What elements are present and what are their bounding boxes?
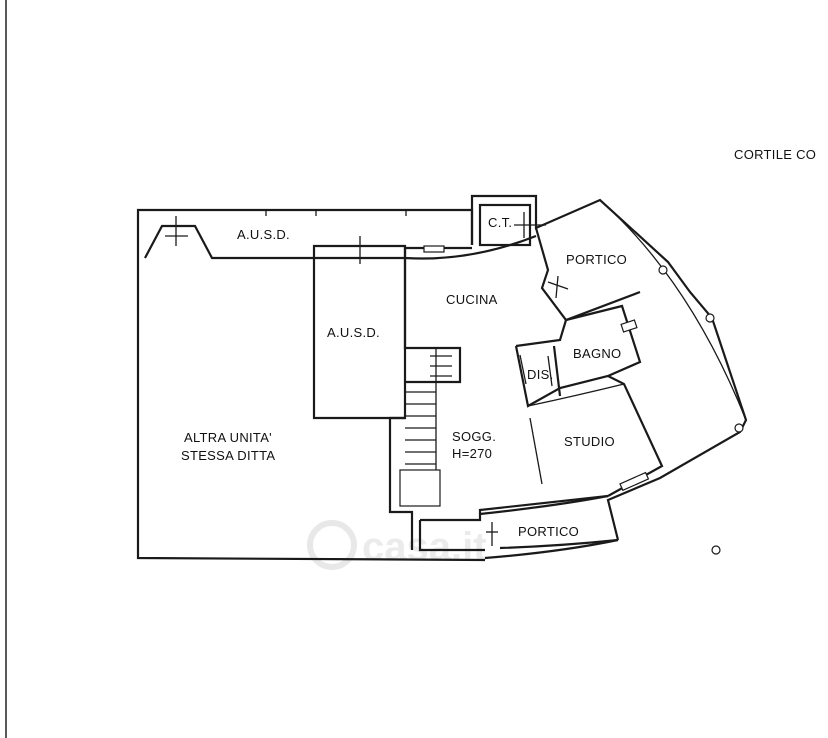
portico-bottom-walls [418, 520, 619, 552]
outer-wall-left [136, 208, 486, 562]
label-sogg: SOGG. [452, 429, 496, 444]
outer-walls [136, 194, 748, 562]
ausd-top-room [144, 210, 472, 260]
label-dis: DIS. [527, 367, 553, 382]
cucina-portico-walls [404, 227, 641, 322]
label-portico-bottom: PORTICO [518, 524, 579, 539]
label-altra-line2: STESSA DITTA [181, 448, 275, 463]
watermark-logo: casa.it [307, 520, 487, 570]
label-ct: C.T. [488, 215, 512, 230]
staircase [399, 348, 452, 507]
soggiorno-walls [388, 258, 609, 550]
outer-wall-curve-bottom [484, 538, 619, 560]
label-altra-line1: ALTRA UNITA' [184, 430, 272, 445]
label-height: H=270 [452, 446, 492, 461]
label-portico-top: PORTICO [566, 252, 627, 267]
watermark-text: casa.it [362, 525, 487, 569]
portico-columns [658, 265, 744, 555]
label-ausd-left: A.U.S.D. [327, 325, 380, 340]
label-cucina: CUCINA [446, 292, 498, 307]
label-cortile: CORTILE CO [734, 147, 816, 162]
label-studio: STUDIO [564, 434, 615, 449]
portico-top-outer-curve [599, 199, 747, 421]
studio-walls [527, 375, 664, 497]
label-ausd-top: A.U.S.D. [237, 227, 290, 242]
ct-room [478, 203, 546, 247]
outer-wall-right [470, 194, 748, 541]
label-bagno: BAGNO [573, 346, 621, 361]
